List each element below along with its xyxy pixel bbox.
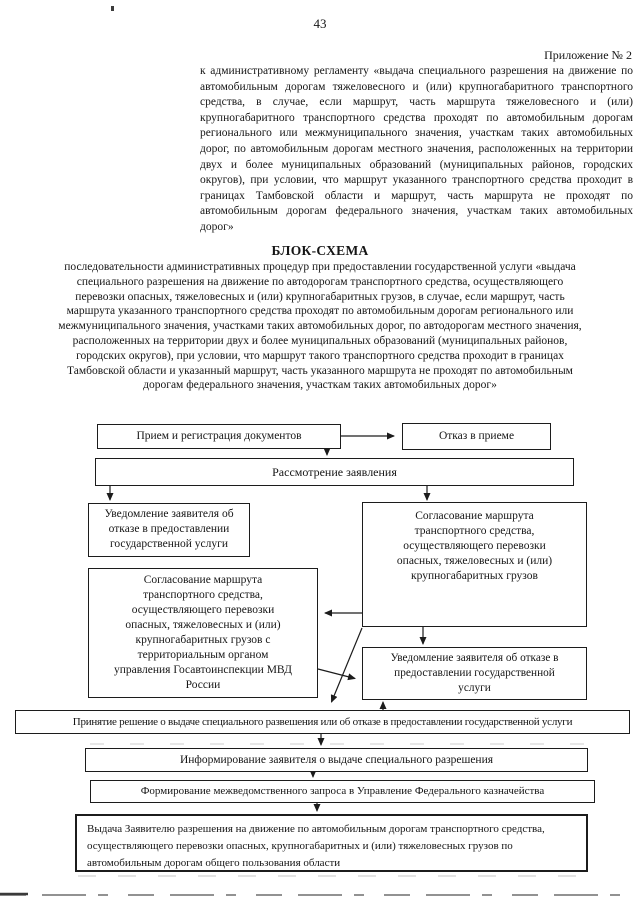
annex-label: Приложение № 2 [544,48,632,62]
flowchart-box-review: Рассмотрение заявления [95,458,574,486]
flowchart-box-decision: Принятие решение о выдаче специального р… [15,710,630,734]
page-number: 43 [313,16,327,31]
flowchart-box-notice-refusal-left: Уведомление заявителя об отказе в предос… [88,503,250,557]
flowchart-box-reception: Прием и регистрация документов [97,424,341,449]
flowchart-box-treasury-request: Формирование межведомственного запроса в… [90,780,595,803]
intro-paragraph: к административному регламенту «выдача с… [200,65,633,233]
flowchart-box-refusal: Отказ в приеме [402,423,551,450]
flowchart-box-issuance: Выдача Заявителю разрешения на движение … [75,814,588,872]
flowchart-box-informing: Информирование заявителя о выдаче специа… [85,748,588,772]
scheme-title: БЛОК-СХЕМА [271,243,369,258]
flowchart-box-route-approval: Согласование маршрута транспортного сред… [362,502,587,627]
scheme-subtitle: последовательности административных проц… [58,261,582,392]
flowchart-box-route-approval-gibdd: Согласование маршрута транспортного сред… [88,568,318,698]
flowchart-box-notice-refusal-right: Уведомление заявителя об отказе в предос… [362,647,587,700]
scan-speck [111,6,114,11]
